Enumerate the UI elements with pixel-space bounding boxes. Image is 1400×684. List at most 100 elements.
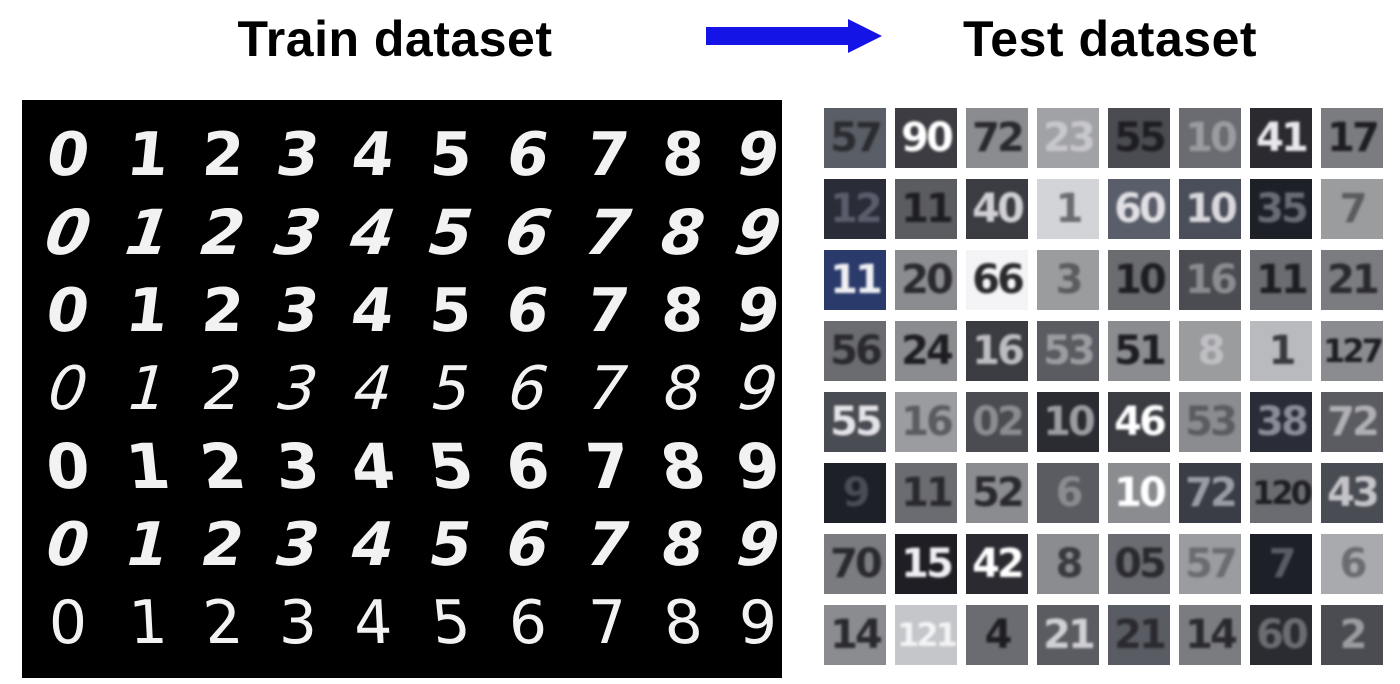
mnist-digit: 5 (426, 196, 476, 269)
mnist-digit: 7 (581, 196, 635, 269)
mnist-digit: 2 (201, 510, 245, 580)
svhn-digits: 3 (1055, 257, 1084, 303)
mnist-digit: 4 (347, 430, 399, 503)
svhn-image-tile: 10 (1037, 392, 1099, 452)
mnist-digit: 9 (729, 196, 787, 269)
mnist-digit: 8 (657, 276, 709, 346)
svhn-digits: 41 (1256, 115, 1309, 161)
mnist-digit: 7 (582, 430, 634, 503)
svhn-image-tile: 9 (824, 463, 886, 523)
svhn-image-tile: 10 (1108, 250, 1170, 310)
svhn-image-tile: 38 (1250, 392, 1312, 452)
mnist-digit: 3 (271, 120, 325, 190)
svhn-image-tile: 55 (1108, 108, 1170, 168)
svhn-digits: 55 (1114, 115, 1167, 161)
svhn-image-tile: 72 (1321, 392, 1383, 452)
mnist-digit: 4 (350, 510, 396, 580)
mnist-digit: 8 (660, 588, 706, 658)
svhn-digits: 16 (1185, 257, 1238, 303)
svhn-image-tile: 35 (1250, 179, 1312, 239)
mnist-digit: 5 (423, 430, 479, 503)
svhn-digits: 60 (1256, 612, 1309, 658)
svhn-image-tile: 56 (824, 321, 886, 381)
svhn-digits: 21 (1327, 257, 1380, 303)
svhn-digits: 7 (1268, 541, 1297, 587)
svhn-digits: 10 (1185, 115, 1238, 161)
svhn-digits: 52 (972, 470, 1025, 516)
svhn-digits: 43 (1327, 470, 1380, 516)
svhn-image-tile: 46 (1108, 392, 1170, 452)
svhn-digits: 55 (830, 399, 883, 445)
svhn-digits: 2 (1339, 612, 1368, 658)
svhn-digits: 15 (901, 541, 954, 587)
mnist-digit: 9 (731, 120, 785, 190)
mnist-digit: 8 (660, 120, 706, 190)
svhn-image-tile: 05 (1108, 534, 1170, 594)
svhn-digits: 20 (901, 257, 954, 303)
svhn-image-tile: 16 (966, 321, 1028, 381)
svhn-image-tile: 17 (1321, 108, 1383, 168)
svhn-digits: 8 (1197, 328, 1226, 374)
svhn-digits: 57 (830, 115, 883, 161)
mnist-digit: 8 (655, 430, 711, 503)
svhn-digits: 24 (901, 328, 954, 374)
svhn-image-tile: 66 (966, 250, 1028, 310)
mnist-digit: 0 (44, 430, 92, 503)
mnist-digit: 0 (46, 276, 90, 346)
svhn-digits: 1 (1055, 186, 1084, 232)
mnist-digit: 7 (586, 354, 630, 424)
svhn-image-tile: 72 (966, 108, 1028, 168)
svhn-digits: 05 (1114, 541, 1167, 587)
mnist-digit: 9 (736, 276, 780, 346)
mnist-digit: 7 (583, 120, 633, 190)
svhn-image-tile: 10 (1179, 179, 1241, 239)
svhn-image-tile: 23 (1037, 108, 1099, 168)
svhn-image-tile: 15 (895, 534, 957, 594)
mnist-digit: 5 (428, 120, 474, 190)
svhn-digits: 51 (1114, 328, 1167, 374)
svhn-digits: 11 (1256, 257, 1309, 303)
svhn-image-tile: 12 (824, 179, 886, 239)
mnist-digit: 5 (431, 354, 471, 424)
svhn-image-tile: 14 (824, 605, 886, 665)
svhn-digits: 6 (1339, 541, 1368, 587)
svhn-digits: 56 (830, 328, 883, 374)
mnist-digit: 5 (428, 588, 474, 658)
svhn-image-tile: 10 (1179, 108, 1241, 168)
svhn-image-tile: 42 (966, 534, 1028, 594)
svhn-image-tile: 121 (895, 605, 957, 665)
svhn-digits: 121 (897, 616, 957, 654)
svhn-digits: 90 (901, 115, 954, 161)
mnist-digit: 9 (734, 354, 782, 424)
svhn-image-tile: 55 (824, 392, 886, 452)
svhn-digits: 72 (972, 115, 1025, 161)
svhn-image-tile: 1 (1037, 179, 1099, 239)
svhn-image-tile: 57 (824, 108, 886, 168)
svhn-image-tile: 60 (1108, 179, 1170, 239)
svhn-digits: 16 (972, 328, 1025, 374)
svhn-image-tile: 120 (1250, 463, 1312, 523)
svhn-image-tile: 2 (1321, 605, 1383, 665)
mnist-digit: 1 (122, 430, 174, 503)
svhn-digits: 9 (842, 470, 871, 516)
mnist-digit: 6 (508, 588, 548, 658)
mnist-digit: 6 (504, 430, 552, 503)
svhn-digits: 42 (972, 541, 1025, 587)
mnist-digit: 9 (734, 510, 782, 580)
mnist-digit: 6 (501, 120, 555, 190)
svhn-digits: 53 (1185, 399, 1238, 445)
svhn-image-tile: 51 (1108, 321, 1170, 381)
svhn-digits: 57 (1185, 541, 1238, 587)
mnist-digit: 2 (195, 430, 251, 503)
svhn-image-tile: 40 (966, 179, 1028, 239)
mnist-digit: 1 (123, 120, 173, 190)
svhn-image-tile: 72 (1179, 463, 1241, 523)
mnist-digit: 4 (351, 354, 395, 424)
mnist-digit: 7 (584, 276, 632, 346)
svhn-image-tile: 7 (1321, 179, 1383, 239)
